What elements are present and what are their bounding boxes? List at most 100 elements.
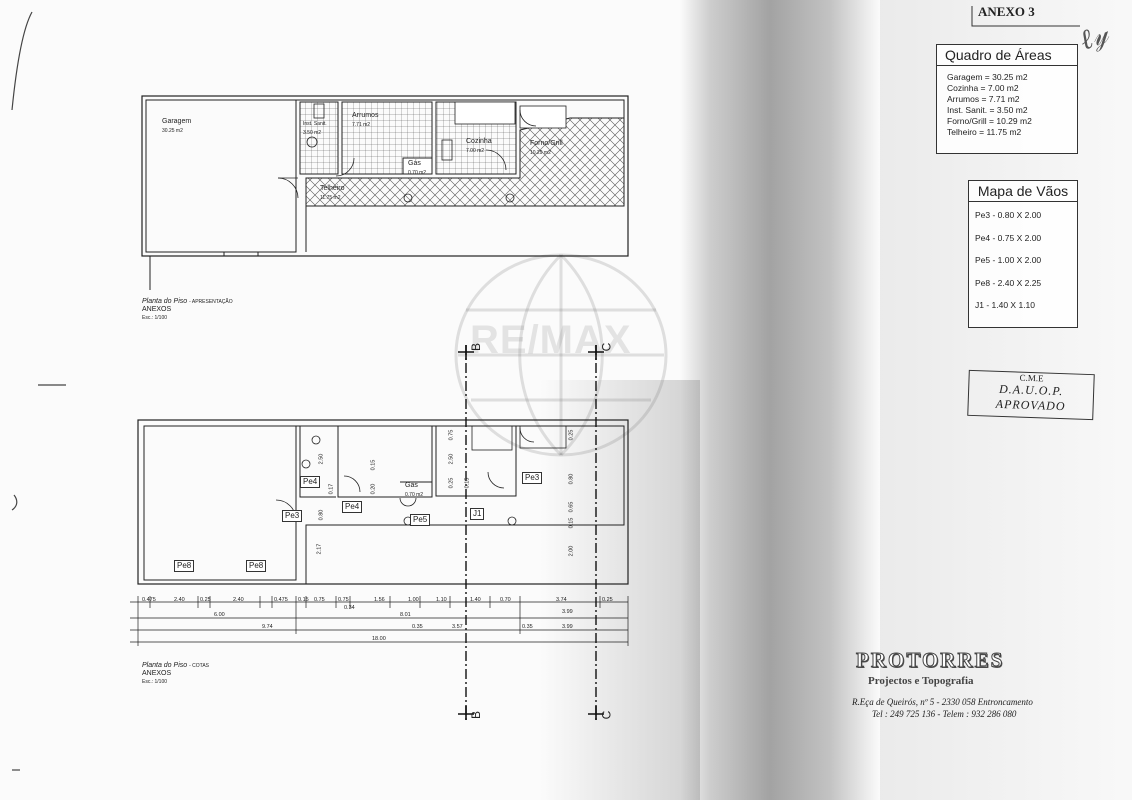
door-tag-pe3: Pe3 [522,472,543,484]
scan-shadow-lower [540,380,700,800]
remax-balloon-watermark [454,253,668,457]
room-label-arrumos: Arrumos [352,112,379,119]
door-tag-pe3: Pe3 [282,510,303,522]
areas-row: Inst. Sanit. = 3.50 m2 [947,105,1028,115]
caption-suffix: - COTAS [189,663,210,669]
company-contact: R.Eça de Queirós, nº 5 - 2330 058 Entron… [852,696,1033,720]
openings-row: Pe4 - 0.75 X 2.00 [975,232,1042,243]
dim-label: 3.99 [562,624,573,630]
door-tag-pe8: Pe8 [174,560,195,572]
dim-label: 0.35 [522,624,533,630]
caption-name: ANEXOS [142,306,172,313]
dim-label: 9.74 [262,624,273,630]
dim-label: 8.01 [400,612,411,618]
dim-label: 2.50 [448,453,455,465]
section-mark-c: C [599,710,614,720]
dim-label: 1.56 [374,597,385,603]
section-mark-c: C [599,342,614,352]
room-label-telheiro: Telheiro [320,185,345,192]
openings-row: J1 - 1.40 X 1.10 [975,300,1036,310]
dim-label: 2.00 [568,545,575,557]
dim-label: 0.75 [448,429,455,441]
company-address: R.Eça de Queirós, nº 5 - 2330 058 Entron… [852,697,1033,707]
room-area-telheiro: 11.75 m2 [320,195,341,201]
dim-label: 2.40 [174,597,185,603]
bottom-plan [130,419,629,646]
caption-title: Planta do Piso [142,298,188,305]
top-plan [141,95,629,290]
bottom-plan-caption: Planta do Piso - COTAS ANEXOS Esc.: 1/10… [142,662,209,686]
approval-stamp: C.M.E D.A.U.O.P. APROVADO [967,369,1095,421]
bottom-gas-label: Gás [405,482,418,489]
dim-label: 0.15 [370,459,377,471]
caption-suffix: - APRESENTAÇÃO [189,299,233,305]
dim-label: 0.75 [338,597,349,603]
dim-label: 1.00 [408,597,419,603]
window-tag-j1: J1 [470,508,485,520]
dim-label: 6.00 [214,612,225,618]
dim-label: 0.25 [602,597,613,603]
room-area-forno-grill: 10.29 m2 [530,150,551,156]
annex-label: ANEXO 3 [978,4,1035,19]
room-area-inst-sanit: 3.50 m2 [303,130,322,136]
dim-label: 0.25 [448,477,455,489]
top-plan-caption: Planta do Piso - APRESENTAÇÃO ANEXOS Esc… [142,298,233,322]
company-phone: Tel : 249 725 136 - Telem : 932 286 080 [872,709,1017,719]
dim-label: 2.50 [318,453,325,465]
scan-shadow-band [680,0,880,800]
room-label-forno-grill: Forno/Grill [530,140,563,147]
dim-label: 0.17 [328,483,335,495]
dim-label: 2.40 [233,597,244,603]
areas-row: Telheiro = 11.75 m2 [947,127,1022,137]
section-mark-b: B [469,342,484,352]
section-mark-b: B [469,710,484,720]
room-area-garagem: 30.25 m2 [162,128,183,134]
areas-row: Cozinha = 7.00 m2 [947,83,1019,93]
dim-label: 3.99 [562,609,573,615]
dim-label: 0.80 [568,473,575,485]
company-logo: PROTORRES [855,648,1005,673]
remax-watermark-text: RE/MAX [470,318,632,362]
door-tag-pe4: Pe4 [300,476,321,488]
openings-row: Pe3 - 0.80 X 2.00 [975,210,1042,220]
dim-label: 0.70 [500,597,511,603]
dim-label: 0.15 [298,597,309,603]
dim-label: 0.65 [568,501,575,513]
dim-label: 0.25 [200,597,211,603]
dim-label: 2.17 [316,543,323,555]
areas-table-title: Quadro de Áreas [937,45,1077,66]
dim-label: 1.40 [470,597,481,603]
bottom-gas-area: 0.70 m2 [405,492,424,498]
door-tag-pe4: Pe4 [342,501,363,513]
openings-row: Pe5 - 1.00 X 2.00 [975,255,1042,265]
dim-label: 0.34 [344,605,355,611]
dim-label: 0.475 [274,597,288,603]
dim-label: 0.25 [568,429,575,441]
dim-total: 18.00 [372,636,386,642]
door-tag-pe5: Pe5 [410,514,431,526]
room-label-gas: Gás [408,160,421,167]
caption-name: ANEXOS [142,670,172,677]
openings-table-title: Mapa de Vãos [969,181,1077,202]
dim-label: 0.20 [370,483,377,495]
openings-table: Mapa de Vãos Pe3 - 0.80 X 2.00 Pe4 - 0.7… [968,180,1078,328]
room-label-garagem: Garagem [162,118,192,125]
dim-label: 0.75 [314,597,325,603]
dim-label: 0.15 [464,477,471,489]
dim-label: 0.80 [318,509,325,521]
room-label-cozinha: Cozinha [466,138,492,145]
room-area-gas: 0.70 m2 [408,170,427,176]
room-area-arrumos: 7.71 m2 [352,122,371,128]
room-area-cozinha: 7.00 m2 [466,148,485,154]
areas-row: Garagem = 30.25 m2 [947,72,1028,82]
door-tag-pe8: Pe8 [246,560,267,572]
openings-row: Pe8 - 2.40 X 2.25 [975,277,1042,288]
caption-scale: Esc.: 1/100 [142,315,168,321]
areas-row: Arrumos = 7.71 m2 [947,94,1020,104]
areas-table: Quadro de Áreas Garagem = 30.25 m2 Cozin… [936,44,1078,154]
dim-label: 3.74 [556,597,567,603]
dim-label: 0.475 [142,597,156,603]
room-label-inst-sanit: Inst. Sanit. [303,121,327,127]
company-tagline: Projectos e Topografia [868,675,974,687]
dim-label: 0.35 [412,624,423,630]
